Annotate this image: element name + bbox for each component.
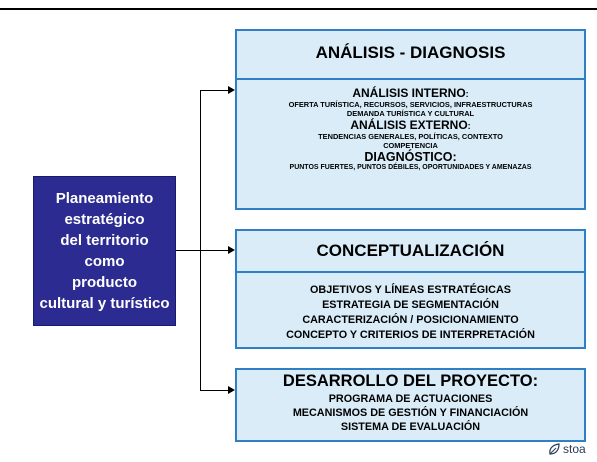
analisis-interno-line2: DEMANDA TURÍSTICA Y CULTURAL: [346, 108, 475, 118]
analisis-interno-heading: ANÁLISIS INTERNO:: [237, 87, 584, 101]
analisis-externo-colon: :: [467, 121, 471, 132]
conceptualizacion-title: CONCEPTUALIZACIÓN: [316, 241, 505, 260]
analisis-externo-title: ANÁLISIS EXTERNO: [350, 118, 468, 133]
analisis-diagnosis-box: ANÁLISIS - DIAGNOSIS ANÁLISIS INTERNO: O…: [235, 29, 586, 210]
leaf-logo-icon: [549, 442, 560, 455]
conceptualizacion-item-posicionamiento: CARACTERIZACIÓN / POSICIONAMIENTO: [302, 314, 519, 326]
arrowhead-conceptualizacion-icon: [228, 246, 235, 254]
arrowhead-desarrollo-icon: [228, 386, 235, 394]
analisis-interno-line1: OFERTA TURÍSTICA, RECURSOS, SERVICIOS, I…: [288, 100, 533, 109]
connector-to-analisis: [200, 90, 228, 91]
analisis-divider: [237, 78, 584, 80]
desarrollo-proyecto-box: DESARROLLO DEL PROYECTO: PROGRAMA DE ACT…: [235, 368, 586, 442]
analisis-externo-line2: COMPETENCIA: [383, 140, 438, 150]
diagnostico-line1: PUNTOS FUERTES, PUNTOS DÉBILES, OPORTUNI…: [289, 164, 532, 172]
connector-horizontal-main: [176, 250, 200, 251]
desarrollo-item-evaluacion: SISTEMA DE EVALUACIÓN: [340, 421, 481, 433]
conceptualizacion-item-interpretacion: CONCEPTO Y CRITERIOS DE INTERPRETACIÓN: [286, 329, 535, 341]
analisis-externo-heading: ANÁLISIS EXTERNO:: [237, 119, 584, 133]
diagnostico-title: DIAGNÓSTICO:: [364, 150, 457, 165]
analisis-externo-line1: TENDENCIAS GENERALES, POLÍTICAS, CONTEXT…: [318, 132, 503, 142]
analisis-diagnosis-title: ANÁLISIS - DIAGNOSIS: [315, 43, 506, 62]
conceptualizacion-box: CONCEPTUALIZACIÓN OBJETIVOS Y LÍNEAS EST…: [235, 229, 586, 349]
arrowhead-analisis-icon: [228, 86, 235, 94]
top-rule: [0, 0, 597, 10]
connector-to-desarrollo: [200, 390, 228, 391]
conceptualizacion-list: OBJETIVOS Y LÍNEAS ESTRATÉGICAS ESTRATEG…: [237, 283, 584, 343]
strategic-planning-box: Planeamiento estratégico del territorio …: [33, 176, 176, 326]
analisis-interno-colon: :: [465, 89, 469, 99]
stoa-logo-text: stoa: [563, 442, 586, 456]
desarrollo-proyecto-title: DESARROLLO DEL PROYECTO:: [282, 372, 539, 390]
analisis-interno-title: ANÁLISIS INTERNO: [352, 86, 466, 100]
desarrollo-item-programa: PROGRAMA DE ACTUACIONES: [328, 393, 493, 405]
connector-to-conceptualizacion: [200, 250, 228, 251]
stoa-logo: stoa: [548, 439, 597, 459]
desarrollo-item-mecanismos: MECANISMOS DE GESTIÓN Y FINANCIACIÓN: [292, 407, 529, 419]
conceptualizacion-item-segmentacion: ESTRATEGIA DE SEGMENTACIÓN: [322, 299, 499, 311]
conceptualizacion-divider: [237, 271, 584, 273]
strategic-planning-label: Planeamiento estratégico del territorio …: [39, 190, 170, 312]
analisis-content: ANÁLISIS INTERNO: OFERTA TURÍSTICA, RECU…: [237, 86, 584, 173]
conceptualizacion-item-objetivos: OBJETIVOS Y LÍNEAS ESTRATÉGICAS: [310, 284, 511, 296]
connector-vertical: [200, 90, 201, 391]
